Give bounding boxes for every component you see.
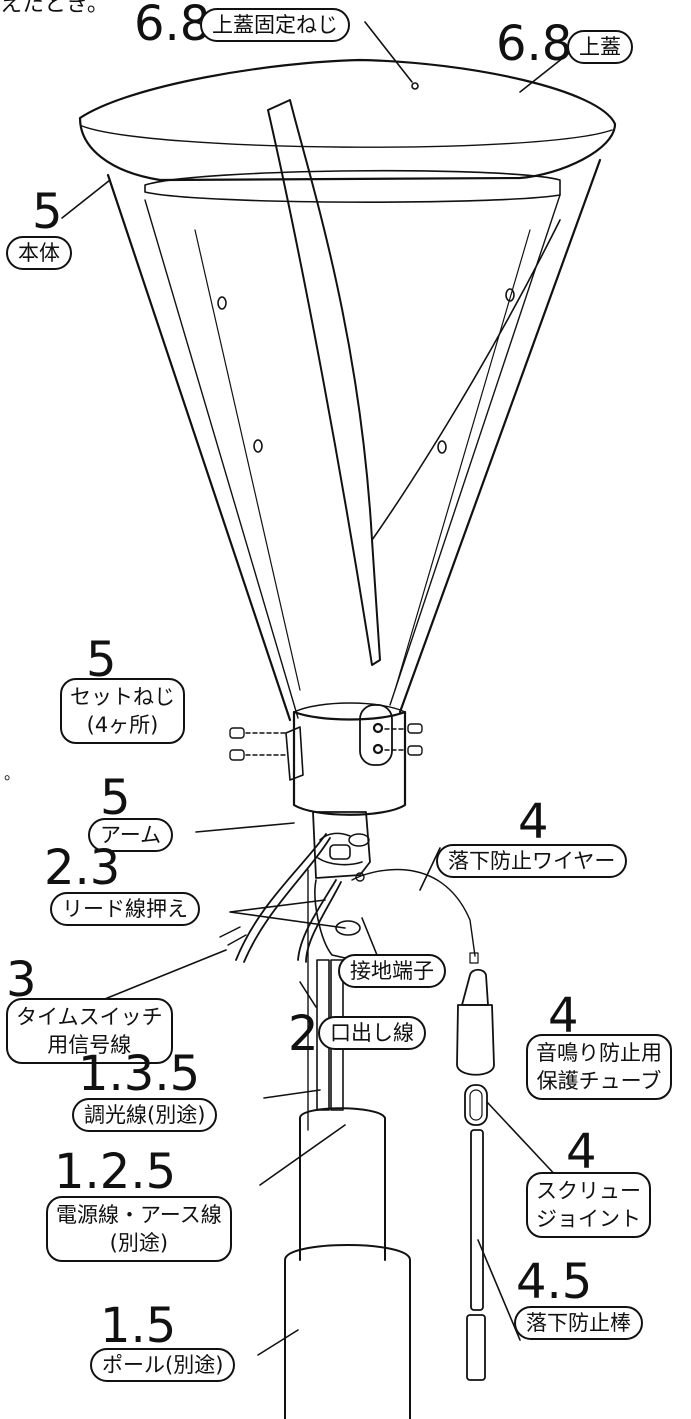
tube-line1: 音鳴り防止用 [536,1041,662,1065]
lead-clamp-number: 2.3 [44,840,121,896]
lid-screw-number: 6.8 [134,0,211,52]
lid-number: 6.8 [496,16,573,72]
screw-joint-line2: ジョイント [536,1207,641,1231]
set-screw-line2: (4ヶ所) [86,713,159,737]
top-note: えたとき。 [0,0,109,17]
wires [219,833,479,964]
screw-joint-line1: スクリュー [536,1179,641,1203]
timer-wire-label: タイムスイッチ 用信号線 [6,998,173,1064]
arm-collar [285,702,407,816]
pole [284,869,411,1419]
timer-wire-number: 3 [6,952,37,1008]
dimmer-number: 1.3.5 [78,1046,201,1102]
timer-wire-line1: タイムスイッチ [16,1005,163,1029]
lead-clamp-label: リード線押え [50,892,200,926]
power-line2: (別途) [109,1231,169,1255]
wiring-block [312,811,371,961]
tube-label: 音鳴り防止用 保護チューブ [526,1034,672,1100]
fall-rod-label: 落下防止棒 [514,1306,643,1340]
dimmer-label: 調光線(別途) [72,1098,218,1132]
body-label: 本体 [6,236,72,270]
screw-joint-label: スクリュー ジョイント [526,1172,651,1238]
lead-out-number: 2 [288,1006,319,1062]
lid-label: 上蓋 [567,30,633,64]
set-screw-label: セットねじ (4ヶ所) [60,678,185,744]
fall-wire-label: 落下防止ワイヤー [436,844,628,878]
pole-number: 1.5 [100,1298,177,1354]
power-number: 1.2.5 [54,1144,177,1200]
timer-wire-line2: 用信号線 [47,1033,132,1057]
set-screws [229,723,423,761]
body-number: 5 [32,184,63,240]
ground-terminal-label: 接地端子 [338,954,446,988]
rod-assembly [464,1084,488,1381]
side-mark: 。 [4,764,21,783]
lamp-shade [78,58,617,722]
screw-joint-number: 4 [566,1124,597,1180]
fall-rod-number: 4.5 [516,1254,593,1310]
fall-wire-number: 4 [518,794,549,850]
arm-label: アーム [88,818,174,852]
set-screw-number: 5 [86,632,117,688]
tube-number: 4 [548,988,579,1044]
lead-out-label: 口出し線 [318,1016,426,1050]
power-line1: 電源線・アース線 [56,1203,222,1227]
lid-screw-label: 上蓋固定ねじ [200,8,350,42]
protective-tube [456,968,495,1076]
pole-label: ポール(別途) [90,1348,236,1382]
tube-line2: 保護チューブ [536,1069,662,1093]
arm-number: 5 [100,770,131,826]
center-fin [267,99,561,666]
body-dots [217,82,515,454]
set-screw-line1: セットねじ [70,685,175,709]
power-label: 電源線・アース線 (別途) [46,1196,232,1262]
